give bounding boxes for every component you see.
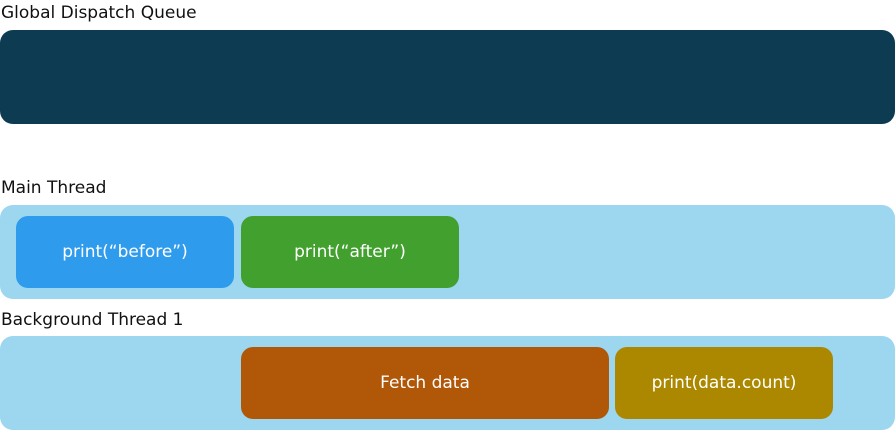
task-print-data-count: print(data.count) — [615, 347, 833, 419]
main-thread-label: Main Thread — [1, 178, 107, 198]
background-thread-label: Background Thread 1 — [1, 310, 184, 330]
global-queue-lane — [0, 30, 895, 124]
task-fetch-data: Fetch data — [241, 347, 609, 419]
background-thread-lane: Fetch data print(data.count) — [0, 336, 895, 430]
task-print-before: print(“before”) — [16, 216, 234, 288]
main-thread-lane: print(“before”) print(“after”) — [0, 205, 895, 299]
task-print-after: print(“after”) — [241, 216, 459, 288]
global-queue-label: Global Dispatch Queue — [1, 3, 197, 23]
